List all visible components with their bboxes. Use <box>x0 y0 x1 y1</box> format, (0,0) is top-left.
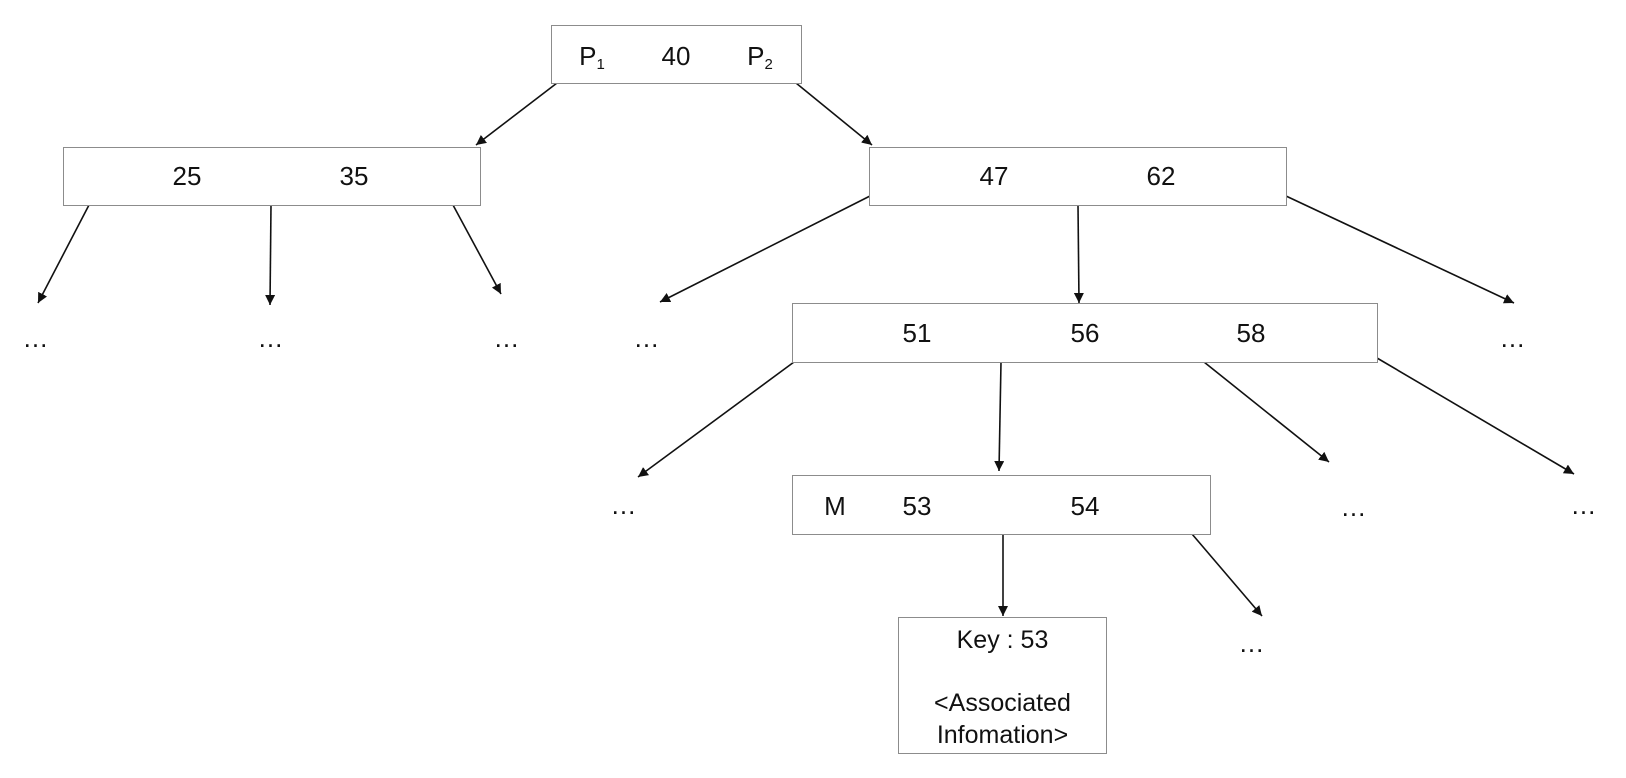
ellipsis-mid-4: ... <box>1571 490 1597 520</box>
middle-node-key-1: 51 <box>902 318 932 348</box>
ellipsis-bottom-2: ... <box>1239 628 1265 658</box>
left-child-key-1: 25 <box>172 161 202 191</box>
edge-root-right <box>795 82 873 146</box>
edge-left-2 <box>265 204 276 306</box>
bottom-node-marker: M <box>824 491 846 521</box>
ellipsis-right-1: ... <box>634 323 660 353</box>
right-child-key-2: 62 <box>1146 161 1176 191</box>
record-info-line-2: Infomation> <box>936 721 1069 749</box>
edge-root-left <box>475 82 558 146</box>
edge-mid-3 <box>1203 361 1330 463</box>
edge-mid-4 <box>1376 357 1575 475</box>
middle-node <box>792 303 1378 363</box>
right-child-node <box>869 147 1287 206</box>
ellipsis-mid-3: ... <box>1341 492 1367 522</box>
ellipsis-right-3: ... <box>1500 323 1526 353</box>
right-child-key-1: 47 <box>979 161 1009 191</box>
root-key: 40 <box>661 41 691 71</box>
left-child-key-2: 35 <box>339 161 369 191</box>
edge-right-1 <box>659 195 871 303</box>
record-key-label: Key : 53 <box>956 626 1049 654</box>
edge-right-3 <box>1285 195 1515 304</box>
ellipsis-left-2: ... <box>258 323 284 353</box>
root-node <box>551 25 802 84</box>
ellipsis-left-3: ... <box>494 323 520 353</box>
edge-bottom-2 <box>1191 533 1263 617</box>
edge-mid-1 <box>637 361 795 478</box>
edge-left-3 <box>452 204 502 295</box>
bottom-node <box>792 475 1211 535</box>
middle-node-key-2: 56 <box>1070 318 1100 348</box>
edge-right-2 <box>1073 204 1084 304</box>
left-child-node <box>63 147 481 206</box>
bottom-node-key-1: 53 <box>902 491 932 521</box>
ellipsis-left-1: ... <box>23 323 49 353</box>
root-right-pointer: P2 <box>747 41 773 73</box>
root-left-pointer: P1 <box>579 41 605 73</box>
ellipsis-mid-1: ... <box>611 490 637 520</box>
edge-mid-2 <box>994 361 1005 472</box>
middle-node-key-3: 58 <box>1236 318 1266 348</box>
record-box: Key : 53 <Associated Infomation> <box>898 617 1107 754</box>
record-info-line-1: <Associated <box>934 689 1071 717</box>
bottom-node-key-2: 54 <box>1070 491 1100 521</box>
edge-left-1 <box>37 204 90 304</box>
